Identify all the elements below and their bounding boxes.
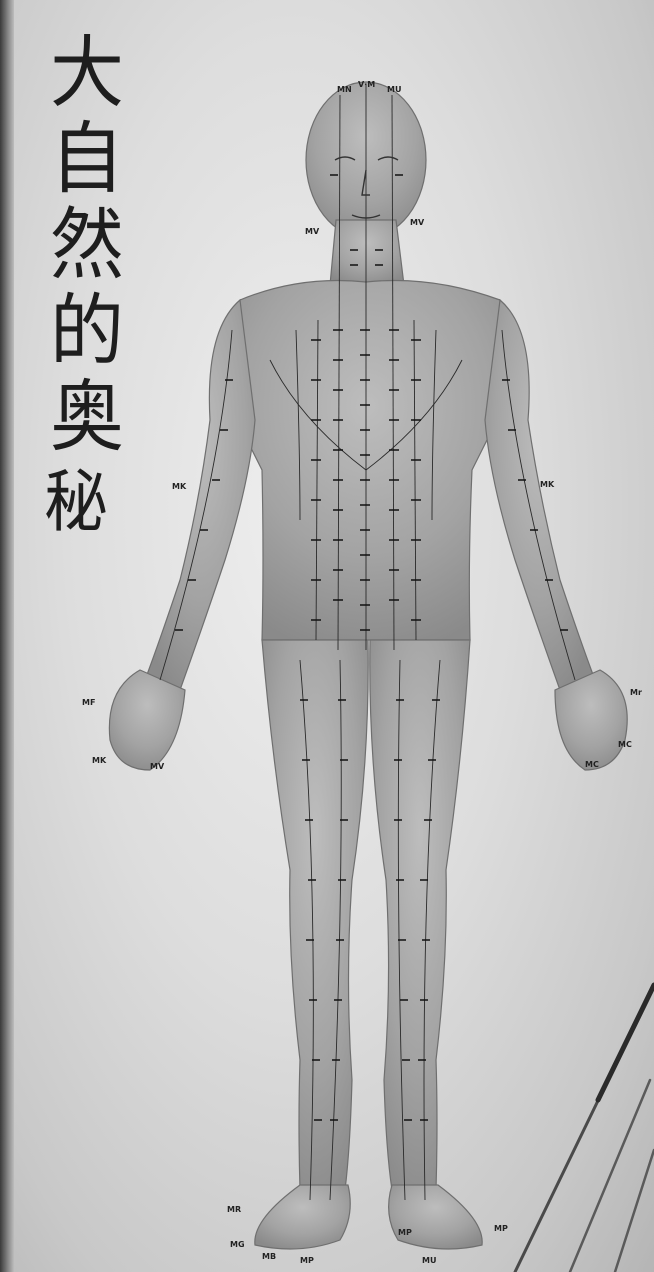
needle-handle [598,985,654,1100]
needle-3 [615,1150,654,1272]
needle-2 [570,1080,650,1272]
